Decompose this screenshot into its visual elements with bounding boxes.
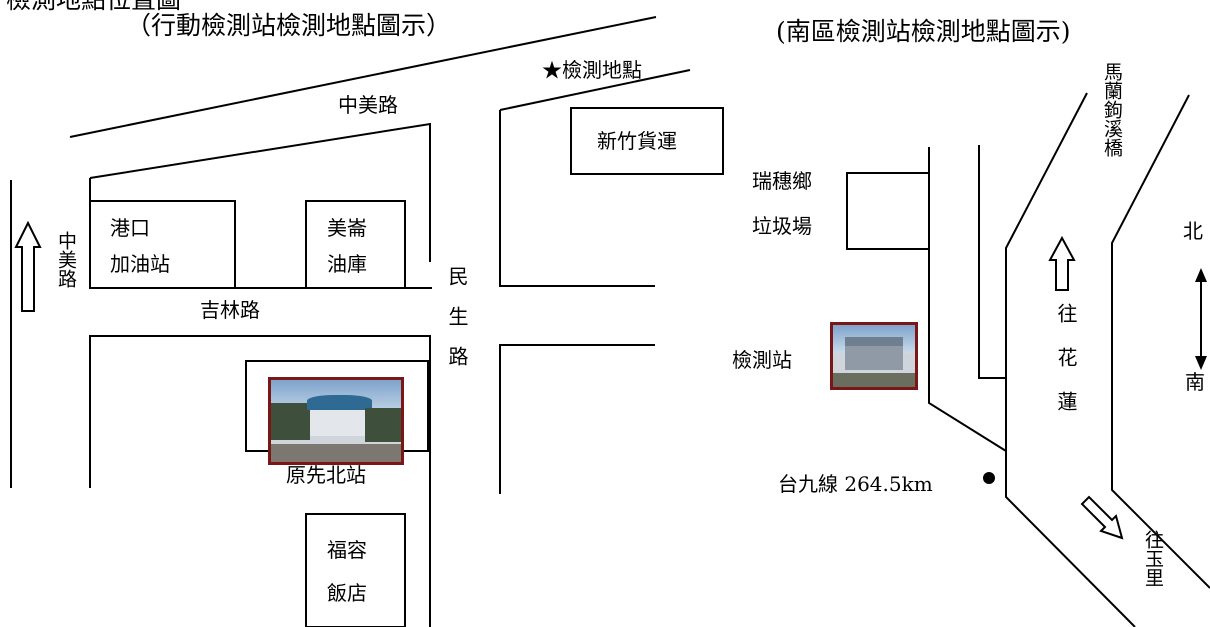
compass-south-label: 南 bbox=[1185, 370, 1205, 394]
milestone-label: 台九線 264.5km bbox=[778, 472, 933, 496]
box-gangkou bbox=[89, 200, 236, 289]
landfill-line2: 垃圾場 bbox=[752, 214, 812, 238]
box-xinzhu-freight bbox=[570, 107, 724, 175]
road-label-zhongmei-top: 中美路 bbox=[338, 93, 398, 117]
road-line-east-south bbox=[499, 344, 655, 494]
header-cut-title: 檢測地點位置圖 bbox=[6, 0, 181, 12]
up-arrow-icon bbox=[14, 220, 42, 312]
place-meilun-line1: 美崙 bbox=[327, 216, 367, 240]
south-station-photo bbox=[830, 322, 918, 390]
compass-south-arrow-icon bbox=[1195, 356, 1207, 370]
right-map-title: (南區檢測站檢測地點圖示) bbox=[776, 17, 1071, 46]
box-meilun bbox=[305, 200, 406, 289]
to-hualien-label: 往花蓮 bbox=[1054, 303, 1078, 435]
detection-point-marker: ★檢測地點 bbox=[542, 58, 642, 82]
original-station-photo bbox=[268, 377, 404, 465]
box-landfill bbox=[846, 172, 930, 250]
bridge-label: 馬蘭鉤溪橋 bbox=[1101, 62, 1123, 157]
road-label-jilin: 吉林路 bbox=[200, 298, 260, 322]
compass-north-label: 北 bbox=[1183, 219, 1203, 243]
to-yuli-label: 往玉里 bbox=[1142, 530, 1164, 587]
road-line-landfill bbox=[928, 147, 1007, 452]
road-line-east-north bbox=[499, 110, 655, 287]
station-label: 檢測站 bbox=[732, 348, 792, 372]
road-line-jilin-south bbox=[89, 335, 431, 627]
road-line-outer-west bbox=[1005, 378, 1136, 627]
to-hualien-arrow-icon bbox=[1048, 235, 1076, 291]
place-xinzhu-freight: 新竹貨運 bbox=[597, 129, 677, 153]
box-furong bbox=[305, 513, 406, 627]
road-line-top-diagonal bbox=[69, 16, 657, 138]
milestone-dot-icon bbox=[983, 472, 995, 484]
landfill-line1: 瑞穗鄉 bbox=[752, 169, 812, 193]
road-line-marker-diagonal bbox=[499, 69, 691, 111]
place-original-station: 原先北站 bbox=[286, 463, 366, 487]
place-gangkou-line1: 港口 bbox=[110, 216, 150, 240]
place-furong-line2: 飯店 bbox=[327, 581, 367, 605]
place-furong-line1: 福容 bbox=[327, 538, 367, 562]
compass-north-arrow-icon bbox=[1195, 268, 1207, 282]
left-map-title: （行動檢測站檢測地點圖示） bbox=[126, 11, 452, 40]
place-meilun-line2: 油庫 bbox=[327, 252, 367, 276]
road-line-zhongmei-north bbox=[89, 122, 431, 262]
place-gangkou-line2: 加油站 bbox=[110, 252, 170, 276]
road-line-outer-east bbox=[1111, 94, 1210, 589]
road-label-zhongmei-side: 中美路 bbox=[55, 231, 77, 288]
to-yuli-arrow-icon bbox=[1080, 495, 1124, 540]
road-label-minsheng: 民生路 bbox=[445, 266, 469, 386]
